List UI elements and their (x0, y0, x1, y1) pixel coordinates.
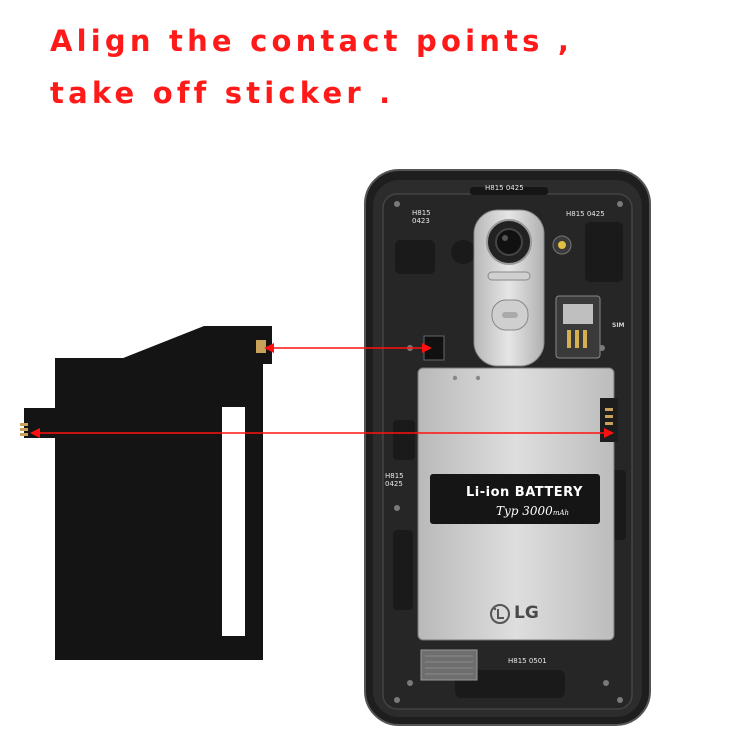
phone (364, 169, 651, 726)
sim-slot (555, 295, 601, 359)
sticker-cutout (222, 407, 245, 636)
phone-label-top: H815 0425 (485, 184, 524, 192)
speaker-grille (420, 649, 478, 681)
sticker-contact-left (20, 423, 28, 436)
battery-title: Li-ion BATTERY (466, 485, 583, 500)
battery-brand: LG (514, 603, 539, 623)
battery-capacity-unit: mAh (552, 509, 570, 517)
nfc-sticker (20, 326, 272, 660)
battery-capacity-row: Typ 3000mAh (496, 504, 569, 518)
lg-logo-icon (490, 604, 510, 624)
sim-label: SIM (612, 322, 625, 329)
battery-capacity: Typ 3000 (496, 504, 553, 518)
phone-label-bottom: H815 0501 (508, 657, 547, 665)
phone-label-top-right: H815 0425 (566, 210, 605, 218)
phone-label-mid-left-2: 0425 (385, 480, 403, 488)
sticker-contact-top (256, 340, 266, 353)
phone-label-mid-left-1: H815 (385, 472, 404, 480)
battery-label-panel (430, 474, 600, 524)
phone-label-top-left-2: 0423 (412, 217, 430, 225)
headline-line-1: Align the contact points , (50, 24, 574, 58)
phone-label-top-left-1: H815 (412, 209, 431, 217)
headline-line-2: take off sticker . (50, 76, 395, 110)
phone-contact-right (600, 398, 618, 442)
